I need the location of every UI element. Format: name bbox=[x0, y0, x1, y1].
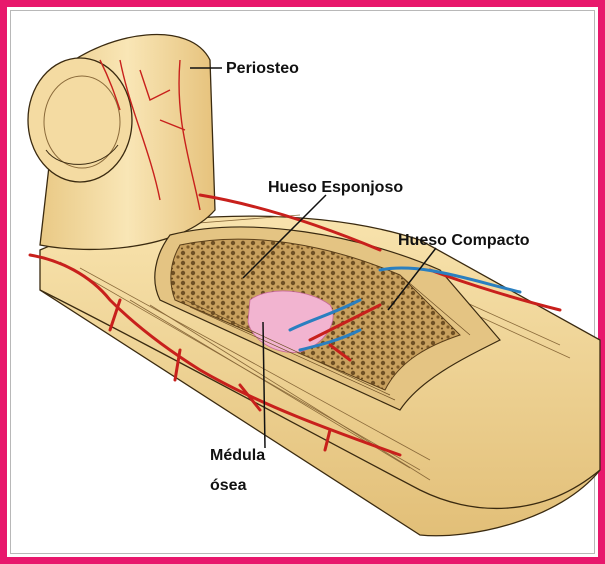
label-hueso-compacto-text: Hueso Compacto bbox=[398, 232, 530, 249]
periosteum-roll bbox=[28, 35, 215, 250]
label-medula-line1: Médula bbox=[210, 447, 265, 464]
label-periosteo-text: Periosteo bbox=[226, 60, 299, 77]
label-hueso-esponjoso-text: Hueso Esponjoso bbox=[268, 179, 403, 196]
label-medula-line2: ósea bbox=[210, 477, 247, 494]
